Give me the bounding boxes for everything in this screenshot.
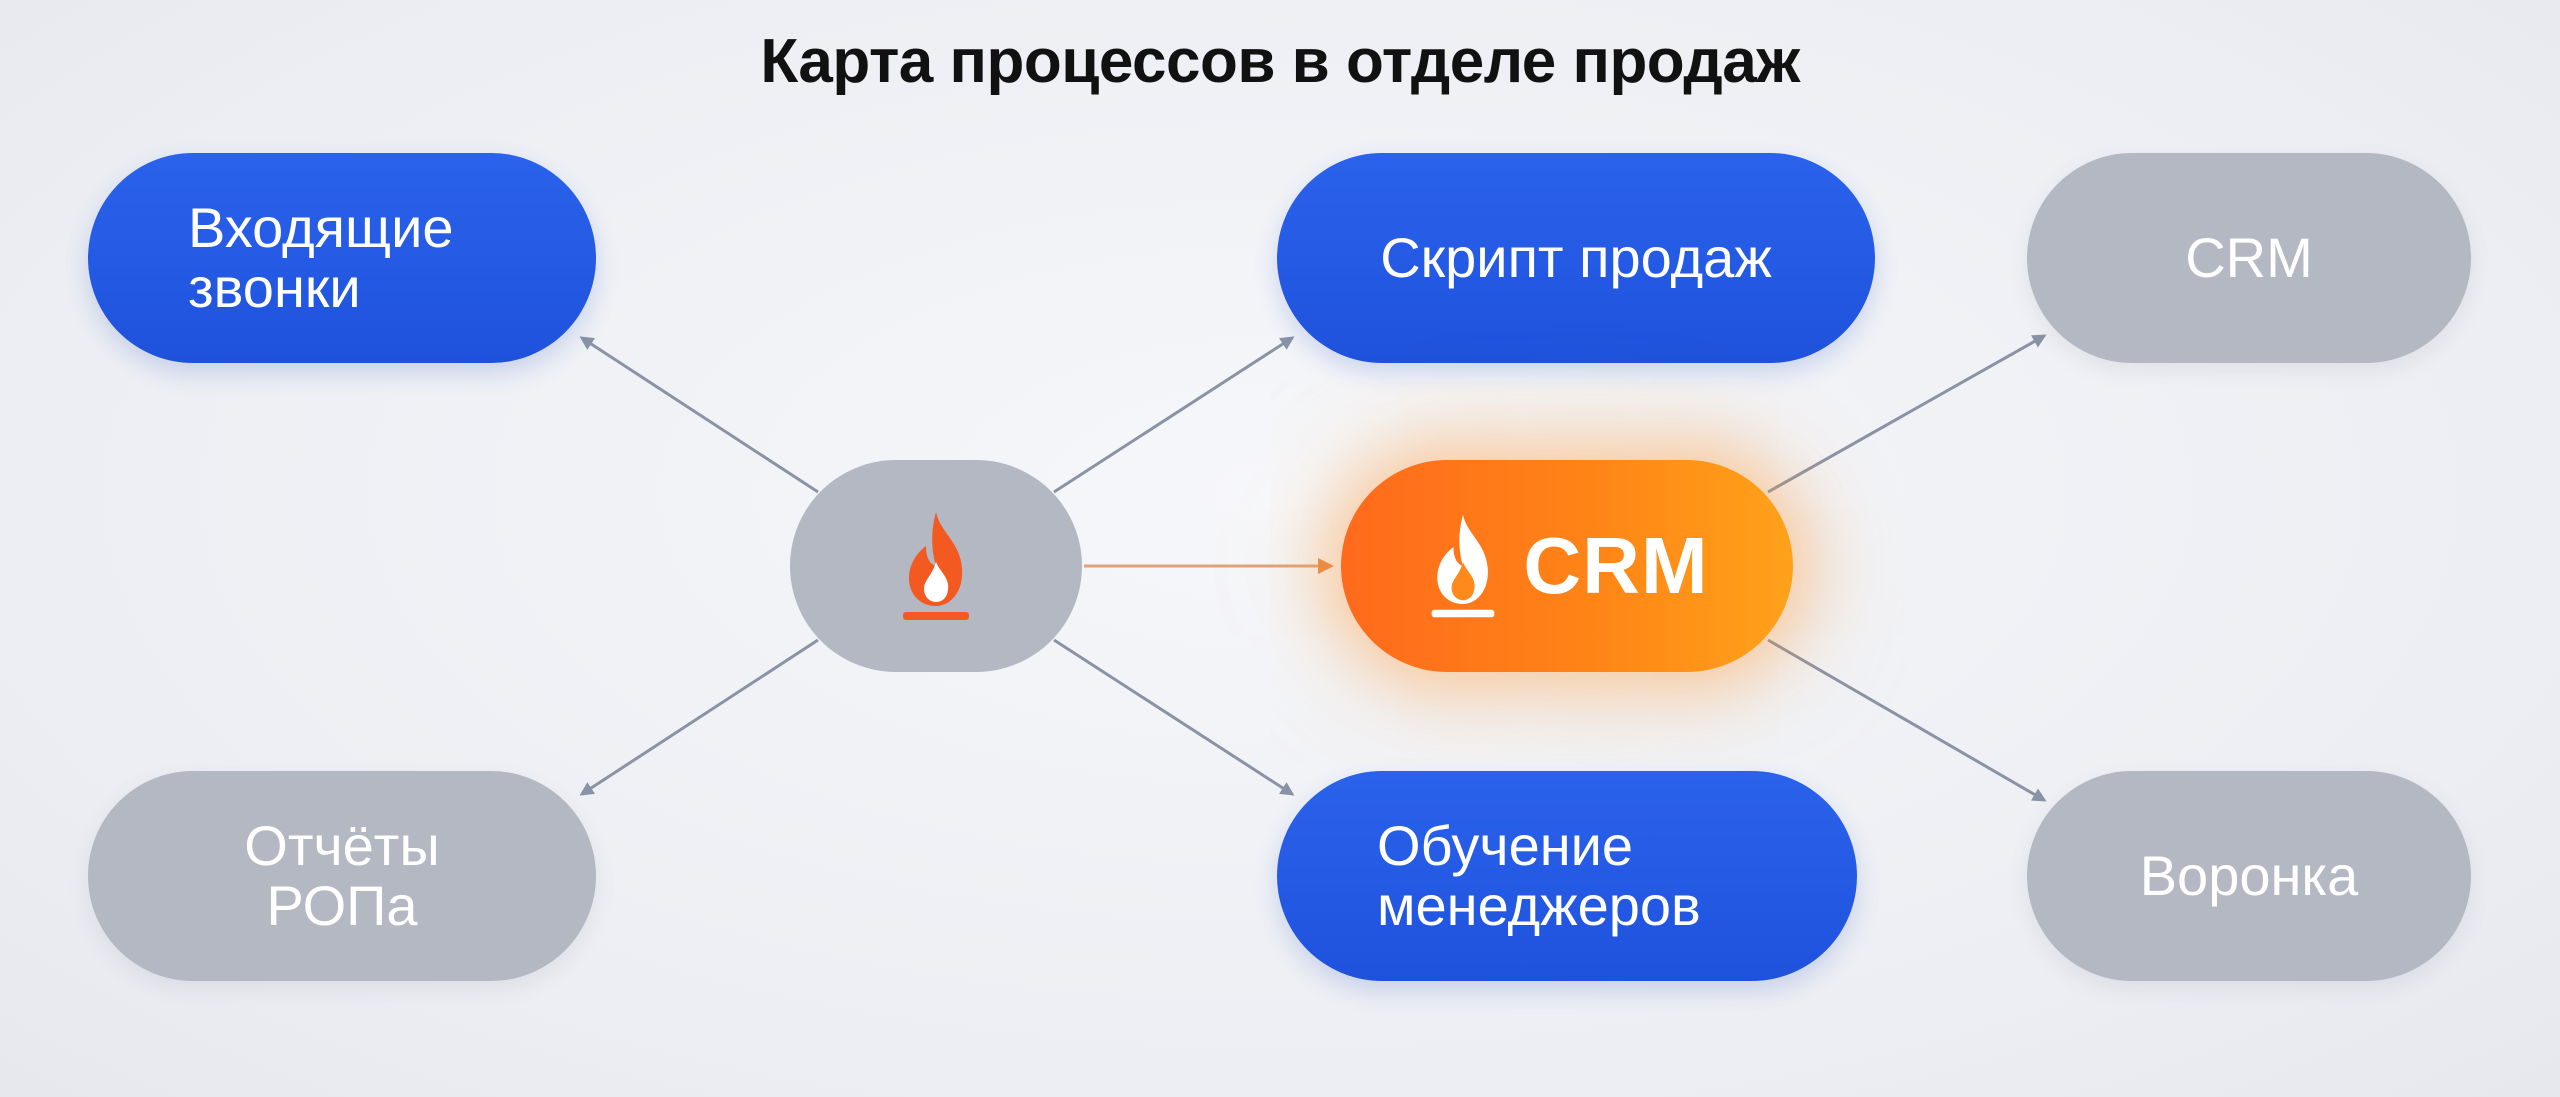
page-title: Карта процессов в отделе продаж [760, 27, 1800, 96]
node-crm-main-label: CRM [1523, 521, 1709, 610]
node-funnel[interactable]: Воронка [2027, 771, 2471, 981]
node-crm-main[interactable]: CRM [1341, 460, 1793, 672]
node-sales-script[interactable]: Скрипт продаж [1277, 153, 1875, 363]
node-funnel-label: Воронка [2139, 843, 2359, 907]
edge-hub-to-sales-script [1053, 336, 1295, 494]
node-reports-label: Отчёты РОПа [244, 813, 440, 937]
node-crm-secondary[interactable]: CRM [2027, 153, 2471, 363]
node-reports[interactable]: Отчёты РОПа [88, 771, 596, 981]
flame-icon [1432, 514, 1495, 618]
edge-hub-to-manager-training [1053, 638, 1295, 796]
node-incoming-calls[interactable]: Входящие звонки [88, 153, 596, 363]
edge-hub-to-incoming-calls [579, 336, 819, 494]
node-incoming-calls-label: Входящие звонки [188, 195, 454, 319]
node-hub[interactable] [790, 460, 1082, 672]
edge-crm-main-to-funnel [1767, 638, 2047, 802]
node-manager-training-label: Обучение менеджеров [1377, 813, 1701, 937]
node-sales-script-label: Скрипт продаж [1380, 225, 1772, 289]
edge-hub-to-reports [579, 638, 819, 796]
edge-crm-main-to-crm-secondary [1767, 334, 2047, 494]
flame-icon [903, 512, 969, 620]
node-manager-training[interactable]: Обучение менеджеров [1277, 771, 1857, 981]
node-crm-secondary-label: CRM [2185, 225, 2313, 289]
